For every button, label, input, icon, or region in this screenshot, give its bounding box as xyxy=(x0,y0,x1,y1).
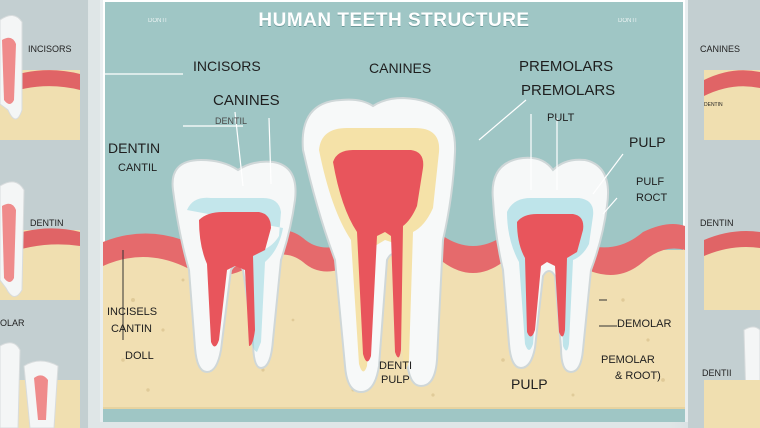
label-dentil-small: DENTIL xyxy=(215,116,248,126)
label-dentin-left: DENTIN xyxy=(108,140,161,156)
label-cantil: CANTIL xyxy=(118,162,158,174)
label-pult: PULT xyxy=(547,112,575,124)
side-right-dentin-label: DENTIN xyxy=(700,218,734,228)
label-doll: DOLL xyxy=(125,350,154,362)
diagram-title: HUMAN TEETH STRUCTURE xyxy=(258,10,530,31)
side-right-denti-label: DENTII xyxy=(702,368,732,378)
label-root: & ROOT) xyxy=(615,370,661,382)
label-pulp-bottom: PULP xyxy=(511,376,548,392)
label-premolars-2: PREMOLARS xyxy=(521,82,616,99)
label-canines-mid: CANINES xyxy=(213,92,280,109)
label-cantin: CANTIN xyxy=(111,323,152,335)
side-right-small-label: DENTIN xyxy=(704,102,723,108)
left-side-strip: INCISORS DENTIN OLAR xyxy=(0,0,88,428)
label-incisors: INCISORS xyxy=(193,58,261,74)
label-premolars-1: PREMOLARS xyxy=(519,58,614,75)
header-small-right: DONTI xyxy=(618,18,637,24)
teeth-illustration xyxy=(103,73,685,422)
side-left-incisors-label: INCISORS xyxy=(28,44,72,54)
right-strip-illustration xyxy=(688,0,760,428)
label-denti: DENTI xyxy=(379,360,412,372)
label-pulp-right: PULP xyxy=(629,134,666,150)
label-pulp-center: PULP xyxy=(381,374,410,386)
side-left-dentin-label: DENTIN xyxy=(30,218,64,228)
left-strip-illustration xyxy=(0,0,88,428)
label-pemolar: PEMOLAR xyxy=(601,354,655,366)
label-pulf: PULF xyxy=(636,176,665,188)
label-incisels: INCISELS xyxy=(107,306,158,318)
label-canines-top: CANINES xyxy=(369,60,432,76)
label-demolar: DEMOLAR xyxy=(617,318,672,330)
main-diagram-panel: HUMAN TEETH STRUCTURE DONTI DONTI INCISO… xyxy=(100,0,688,422)
side-left-molar-label: OLAR xyxy=(0,318,25,328)
right-side-strip: CANINES DENTIN DENTIN DENTII xyxy=(688,0,760,428)
side-right-canines-label: CANINES xyxy=(700,44,741,54)
header-small-left: DONTI xyxy=(148,18,167,24)
label-roct: ROCT xyxy=(636,192,668,204)
